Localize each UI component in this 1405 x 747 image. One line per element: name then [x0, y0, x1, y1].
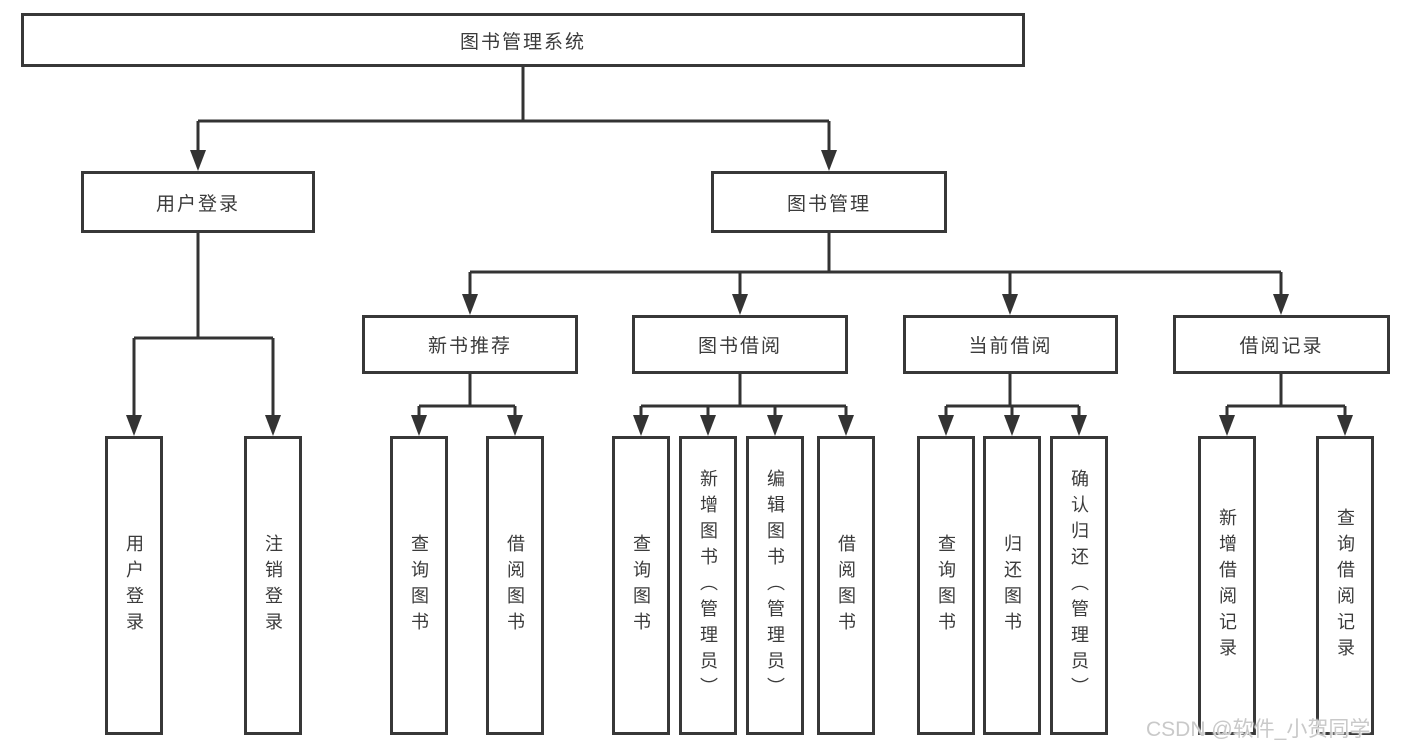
- connector-borrow-records-to-leaves: [1219, 374, 1353, 436]
- connector-root-to-level2: [190, 67, 837, 171]
- node-new-book-recommend: 新书推荐: [362, 315, 578, 374]
- leaf-add-books-admin: 新增图书（管理员）: [679, 436, 737, 735]
- connector-new-book-to-leaves: [411, 374, 523, 436]
- node-book-management: 图书管理: [711, 171, 947, 233]
- leaf-logout: 注销登录: [244, 436, 302, 735]
- connector-book-management-to-level3: [462, 233, 1289, 315]
- leaf-confirm-return-admin: 确认归还（管理员）: [1050, 436, 1108, 735]
- connector-user-login-to-leaves: [126, 233, 281, 436]
- leaf-return-books: 归还图书: [983, 436, 1041, 735]
- leaf-borrow-books: 借阅图书: [817, 436, 875, 735]
- node-borrow-records: 借阅记录: [1173, 315, 1390, 374]
- connector-book-borrow-to-leaves: [633, 374, 854, 436]
- leaf-edit-books-admin: 编辑图书（管理员）: [746, 436, 804, 735]
- leaf-user-login: 用户登录: [105, 436, 163, 735]
- leaf-add-borrow-record: 新增借阅记录: [1198, 436, 1256, 735]
- connector-current-borrow-to-leaves: [938, 374, 1087, 436]
- node-user-login: 用户登录: [81, 171, 315, 233]
- node-library-management-system: 图书管理系统: [21, 13, 1025, 67]
- leaf-query-books-current: 查询图书: [917, 436, 975, 735]
- leaf-query-borrow-record: 查询借阅记录: [1316, 436, 1374, 735]
- leaf-query-books-recommend: 查询图书: [390, 436, 448, 735]
- leaf-query-books-borrow: 查询图书: [612, 436, 670, 735]
- node-book-borrow: 图书借阅: [632, 315, 848, 374]
- leaf-borrow-books-recommend: 借阅图书: [486, 436, 544, 735]
- node-current-borrow: 当前借阅: [903, 315, 1118, 374]
